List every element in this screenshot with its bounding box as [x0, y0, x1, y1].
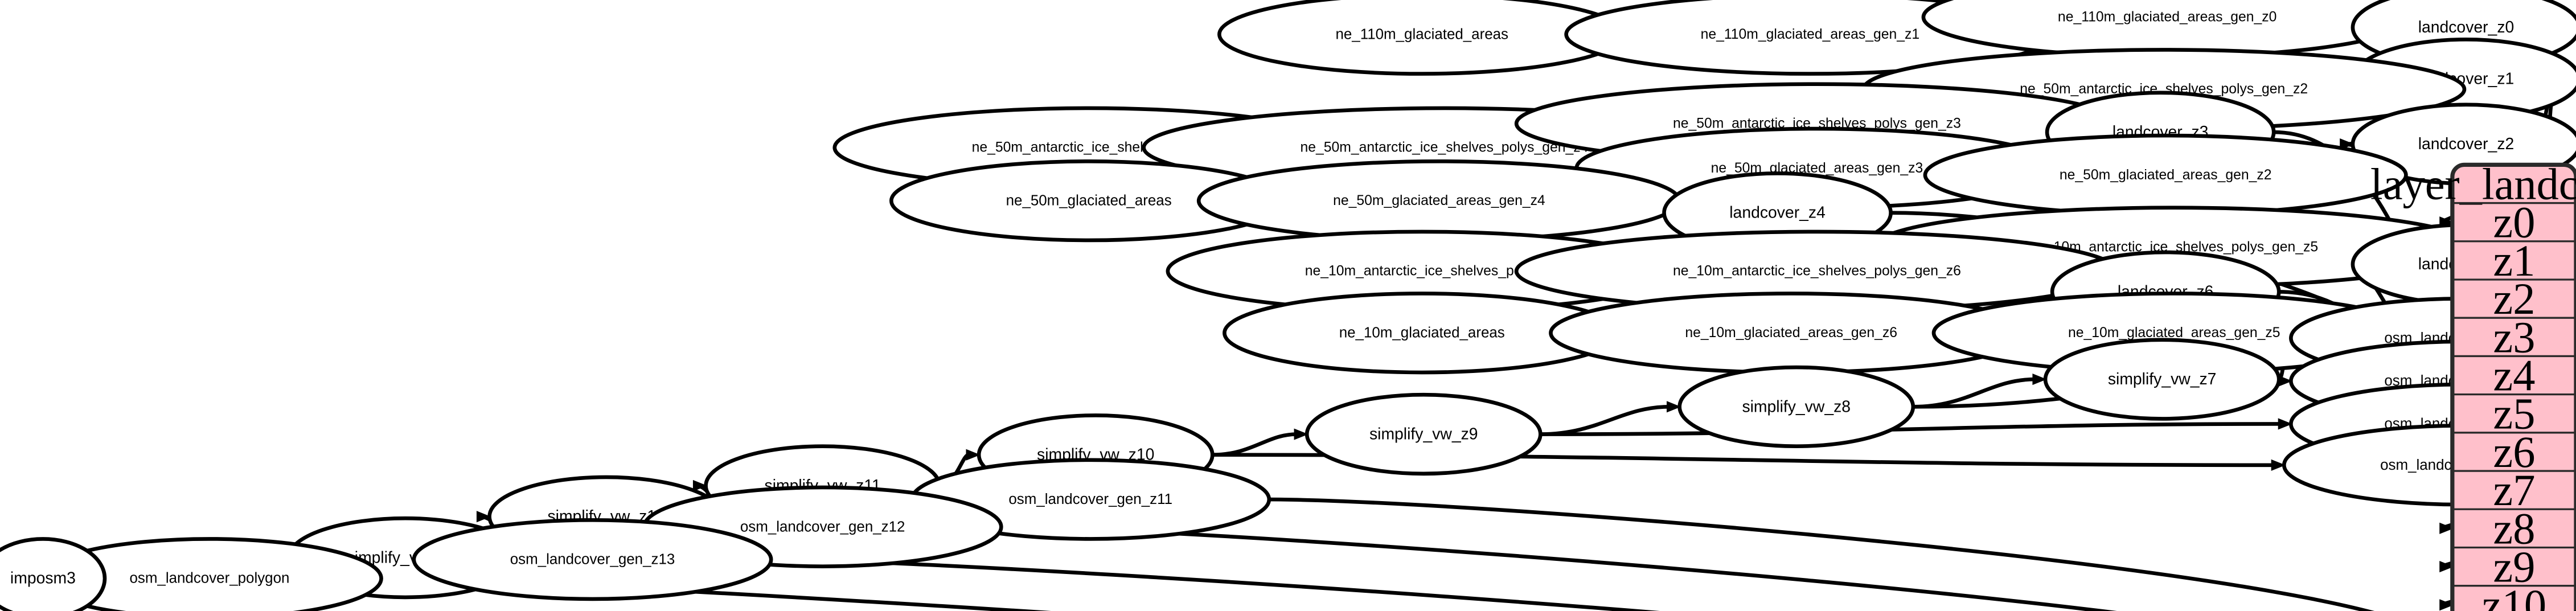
table-row-z0[interactable]: z0 — [2493, 198, 2535, 247]
table-row-z1[interactable]: z1 — [2493, 236, 2535, 285]
edge-arrowhead — [2439, 522, 2454, 534]
edge-arrowhead — [1667, 401, 1681, 413]
graph-node-ne_110m_glaciated_areas[interactable]: ne_110m_glaciated_areas — [1217, 0, 1627, 76]
node-label: ne_10m_glaciated_areas_gen_z6 — [1685, 325, 1897, 341]
node-label: osm_landcover_polygon — [129, 571, 289, 587]
graph-node-imposm3[interactable]: imposm3 — [0, 537, 107, 611]
node-label: simplify_vw_z9 — [1369, 425, 1478, 444]
graph-edge — [1540, 405, 1670, 436]
graph-node-ne_50m_glaciated_areas[interactable]: ne_50m_glaciated_areas — [889, 159, 1289, 243]
edge-arrowhead — [966, 449, 981, 461]
graph-edge — [1540, 422, 2281, 436]
node-label: landcover_z4 — [1729, 204, 1826, 222]
table-row-z5[interactable]: z5 — [2493, 389, 2535, 438]
layer-landcover-table: layer_landcoverz0z1z2z3z4z5z6z7z8z9z10z1… — [2370, 159, 2576, 611]
edge-arrowhead — [476, 511, 491, 523]
graph-edge — [1001, 524, 2117, 611]
node-label: landcover_z0 — [2418, 18, 2515, 36]
node-shape — [1305, 392, 1543, 476]
node-label: ne_10m_antarctic_ice_shelves_polys — [1305, 264, 1539, 279]
node-shape — [1677, 365, 1915, 448]
node-label: osm_landcover_gen_z12 — [740, 519, 905, 535]
node-label: ne_10m_glaciated_areas — [1339, 325, 1505, 341]
node-label: ne_50m_antarctic_ice_shelves_polys_gen_z… — [1301, 140, 1589, 155]
node-label: osm_landcover_gen_z13 — [510, 552, 675, 568]
node-shape — [412, 518, 773, 601]
graph-node-ne_50m_glaciated_areas_gen_z4[interactable]: ne_50m_glaciated_areas_gen_z4 — [1196, 159, 1681, 243]
edge-arrowhead — [1294, 428, 1308, 440]
node-label: ne_10m_glaciated_areas_gen_z5 — [2068, 325, 2280, 341]
node-label: ne_50m_glaciated_areas_gen_z2 — [2060, 167, 2272, 183]
table-row-z8[interactable]: z8 — [2493, 503, 2535, 553]
edge-arrowhead — [2032, 374, 2047, 386]
node-label: ne_110m_glaciated_areas — [1335, 26, 1508, 42]
table-row-z2[interactable]: z2 — [2493, 274, 2535, 323]
table-row-z10[interactable]: z10 — [2482, 580, 2546, 611]
node-label: ne_110m_glaciated_areas_gen_z0 — [2058, 10, 2276, 25]
edge-arrowhead — [2278, 418, 2292, 430]
graph-node-simplify_vw_z9[interactable]: simplify_vw_z9 — [1305, 392, 1543, 476]
node-label: ne_110m_glaciated_areas_gen_z1 — [1701, 27, 1919, 42]
edge-arrowhead — [2439, 599, 2454, 611]
node-label: landcover_z2 — [2418, 135, 2515, 153]
graph-edge — [771, 557, 1660, 611]
graph-node-ne_10m_glaciated_areas[interactable]: ne_10m_glaciated_areas — [1223, 292, 1622, 375]
graph-node-ne_10m_antarctic_ice_shelves_polys_gen_z6[interactable]: ne_10m_antarctic_ice_shelves_polys_gen_z… — [1514, 229, 2120, 313]
graph-edge — [1269, 497, 2375, 611]
node-label: osm_landcover_gen_z11 — [1008, 491, 1172, 507]
graph-node-osm_landcover_gen_z13[interactable]: osm_landcover_gen_z13 — [412, 518, 773, 601]
edge-arrowhead — [2439, 561, 2454, 573]
edge-arrowhead — [692, 479, 708, 492]
node-label: ne_50m_glaciated_areas_gen_z4 — [1333, 193, 1545, 208]
edge-arrowhead — [2340, 138, 2355, 150]
node-label: imposm3 — [10, 569, 76, 588]
graph-node-simplify_vw_z7[interactable]: simplify_vw_z7 — [2043, 338, 2281, 421]
graph-node-ne_50m_glaciated_areas_gen_z2[interactable]: ne_50m_glaciated_areas_gen_z2 — [1923, 133, 2408, 217]
edge-arrowhead — [2271, 459, 2286, 471]
table-row-z3[interactable]: z3 — [2493, 312, 2535, 362]
graph-edge — [1913, 377, 2035, 409]
node-label: ne_10m_antarctic_ice_shelves_polys_gen_z… — [1673, 264, 1961, 279]
node-label: simplify_vw_z8 — [1742, 397, 1851, 416]
table-row-z9[interactable]: z9 — [2493, 542, 2535, 592]
table-row-z7[interactable]: z7 — [2493, 465, 2535, 515]
table-header-label: layer_landcover — [2370, 159, 2576, 208]
graph-node-simplify_vw_z8[interactable]: simplify_vw_z8 — [1677, 365, 1915, 448]
node-shape — [2043, 338, 2281, 421]
node-shape — [0, 537, 107, 611]
node-label: ne_50m_glaciated_areas — [1006, 193, 1172, 209]
graph-edge — [1212, 432, 1297, 457]
node-label: simplify_vw_z7 — [2108, 370, 2217, 388]
table-row-z6[interactable]: z6 — [2493, 427, 2535, 477]
table-row-z4[interactable]: z4 — [2493, 351, 2535, 400]
